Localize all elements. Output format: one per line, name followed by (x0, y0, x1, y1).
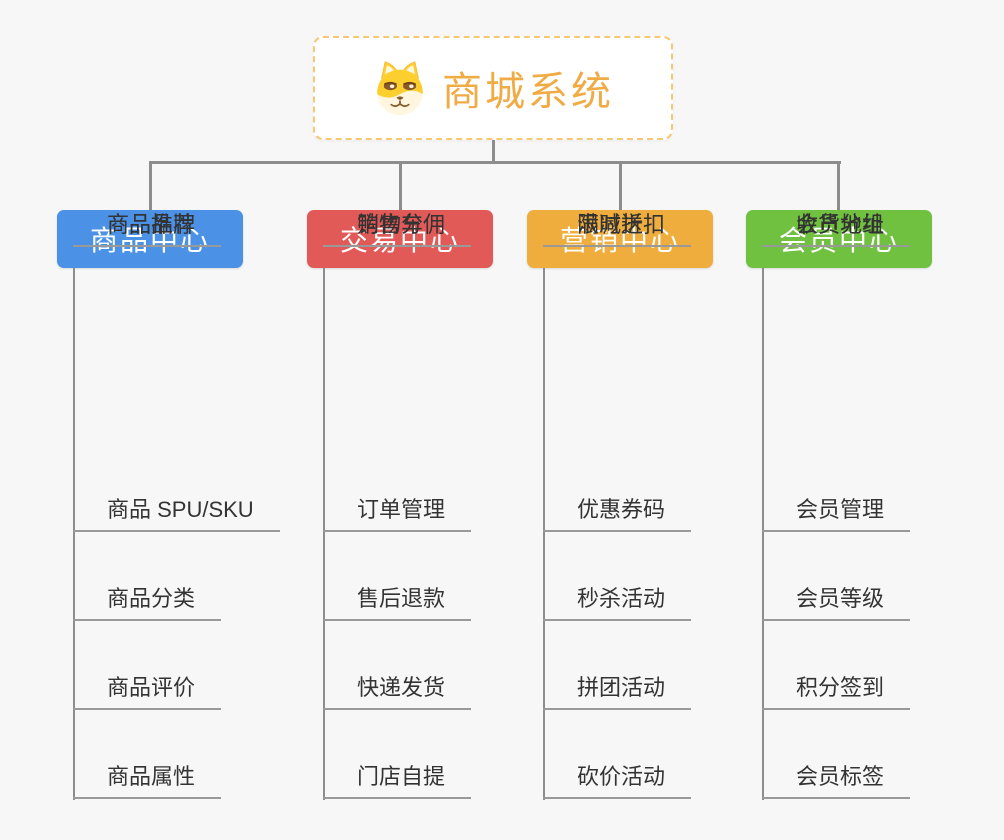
connector-stub-product (149, 161, 152, 210)
child-node-flash-sale[interactable]: 秒杀活动 (543, 584, 692, 621)
child-node-member-level[interactable]: 会员等级 (762, 584, 911, 621)
child-node-order-management[interactable]: 订单管理 (323, 495, 472, 532)
child-node-store-pickup[interactable]: 门店自提 (323, 762, 472, 799)
child-node-shipping-address[interactable]: 收货地址 (762, 210, 911, 247)
child-node-product-review[interactable]: 商品评价 (73, 673, 222, 710)
child-node-product-category[interactable]: 商品分类 (73, 584, 222, 621)
connector-horizontal-bar (149, 161, 841, 164)
branch-product-center: 商品中心 商品 SPU/SKU 商品分类 商品评价 商品属性 商品推荐 商品品牌 (57, 210, 307, 830)
child-node-group-buy[interactable]: 拼团活动 (543, 673, 692, 710)
child-node-express-delivery[interactable]: 快递发货 (323, 673, 472, 710)
branch-trunk-line (762, 268, 764, 800)
child-node-coupon-code[interactable]: 优惠券码 (543, 495, 692, 532)
branch-header-member-center[interactable]: 会员中心 (746, 210, 932, 268)
child-node-after-sale-refund[interactable]: 售后退款 (323, 584, 472, 621)
connector-root-stub (492, 140, 495, 164)
branch-trunk-line (323, 268, 325, 800)
child-node-product-spu-sku[interactable]: 商品 SPU/SKU (73, 495, 280, 532)
branch-header-marketing-center[interactable]: 营销中心 (527, 210, 713, 268)
dog-face-icon (372, 59, 428, 117)
branch-trade-center: 交易中心 订单管理 售后退款 快递发货 门店自提 购物车 销售分佣 (307, 210, 557, 830)
branch-trunk-line (73, 268, 75, 800)
connector-stub-marketing (619, 161, 622, 210)
branch-label: 营销中心 (559, 225, 680, 256)
child-node-product-brand[interactable]: 商品品牌 (73, 210, 222, 247)
child-node-full-reduction[interactable]: 满减送 (543, 210, 670, 247)
branch-label: 会员中心 (778, 225, 899, 256)
child-node-sales-commission[interactable]: 销售分佣 (323, 210, 472, 247)
branch-label: 商品中心 (89, 225, 210, 256)
connector-stub-trade (399, 161, 402, 210)
child-node-product-attribute[interactable]: 商品属性 (73, 762, 222, 799)
branch-member-center: 会员中心 会员管理 会员等级 积分签到 会员标签 会员分组 收货地址 (746, 210, 996, 830)
branch-trunk-line (543, 268, 545, 800)
branch-header-product-center[interactable]: 商品中心 (57, 210, 243, 268)
branch-header-trade-center[interactable]: 交易中心 (307, 210, 493, 268)
child-node-bargain-activity[interactable]: 砍价活动 (543, 762, 692, 799)
child-node-member-management[interactable]: 会员管理 (762, 495, 911, 532)
root-node-mall-system[interactable]: 商城系统 (313, 36, 673, 140)
root-node-title: 商城系统 (442, 70, 614, 114)
child-node-points-checkin[interactable]: 积分签到 (762, 673, 911, 710)
branch-label: 交易中心 (339, 225, 460, 256)
branch-marketing-center: 营销中心 优惠券码 秒杀活动 拼团活动 砍价活动 限时折扣 满减送 (527, 210, 777, 830)
connector-stub-member (837, 161, 840, 210)
child-node-member-tag[interactable]: 会员标签 (762, 762, 911, 799)
